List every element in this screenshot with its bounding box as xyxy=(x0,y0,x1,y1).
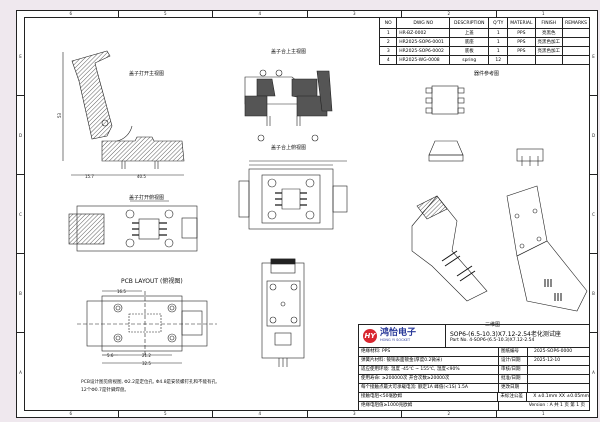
part-number: Part No. 4-SOP6-(6.5-10.3)X7.12-2.54 xyxy=(450,338,535,343)
field-label: 审核/日期 xyxy=(499,366,528,374)
view-label-top-open: 盖子打开俯视图 xyxy=(129,195,165,201)
view-label-top-closed: 盖子合上俯视图 xyxy=(271,145,307,151)
zone-label: C xyxy=(17,175,24,254)
bom-table: NO DWG NO DESCRIPTION Q'TY MATERIAL FINI… xyxy=(379,17,590,65)
bom-cell xyxy=(507,55,536,65)
view-label-pcb-layout: PCB LAYOUT (俯视图) xyxy=(121,278,183,285)
zone-label: D xyxy=(590,96,597,175)
field-label: 图纸编号 xyxy=(499,348,528,356)
view-label-side-open: 盖子打开主视图 xyxy=(129,71,165,77)
spec-text: 弹簧片材料: 铍铜表面镀金(厚度0.2微米) xyxy=(359,357,499,365)
company-name-en: HONG YI SOCKET xyxy=(380,338,411,342)
zone-strip-top: 6 5 4 3 2 1 xyxy=(24,11,590,17)
zone-label: 1 xyxy=(541,411,545,416)
dim-pcb-overall: 32.5 xyxy=(142,361,151,366)
version-and-page: Version : A 共 1 页 第 1 页 xyxy=(528,403,585,408)
view-label-chip-ref: 器件参考图 xyxy=(474,71,500,77)
zone-label: 5 xyxy=(119,11,213,17)
zone-label: 6 xyxy=(24,11,119,17)
bom-row: 2 HR2025-SOP6-0001 底座 1 PPS 亮黑色加工 xyxy=(379,37,590,47)
zone-strip-bottom: 6 5 4 3 2 1 xyxy=(24,411,590,417)
field-value: 2025-12-10 xyxy=(534,358,561,363)
dim-pcb-mid: 21.2 xyxy=(142,353,151,358)
drawing-border xyxy=(24,17,590,411)
title-block-row: 绝缘材料: PPS 图纸编号 2025-SOP6-0000 xyxy=(359,348,589,357)
field-label: 更改日期 xyxy=(499,384,528,392)
zone-label: 3 xyxy=(308,11,402,17)
zone-label: C xyxy=(590,175,597,254)
zone-label: 1 xyxy=(541,11,545,16)
drawing-title: SOP6-(6.5-10.3)X7.12-2.54老化测试座 xyxy=(450,331,561,338)
dim-pcb-left: 5.6 xyxy=(107,353,114,358)
title-block-row: 绝缘电阻值≥1000兆欧姆 Version : A 共 1 页 第 1 页 xyxy=(359,402,589,410)
technical-drawing xyxy=(62,50,588,367)
zone-label: 2 xyxy=(402,411,497,417)
dim-pcb-top: 16.5 xyxy=(117,289,126,294)
spec-text: 适应使用环境: 温度 -45℃ ~ 155℃, 湿度<90% xyxy=(359,366,499,374)
field-label: 未标注公差 xyxy=(498,393,528,401)
view-label-iso: 三维图 xyxy=(485,322,501,328)
zone-label: 2 xyxy=(402,11,497,17)
dim-side-w2: 40.5 xyxy=(137,174,146,179)
title-block-row: 弹簧片材料: 铍铜表面镀金(厚度0.2微米) 设计/日期 2025-12-10 xyxy=(359,357,589,366)
title-block-row: 每个接触点最大可承载电流: 额定1A 峰值(<1S) 1.5A 更改日期 xyxy=(359,384,589,393)
drawing-sheet: 6 5 4 3 2 1 6 5 4 3 2 1 E D C B A E D C … xyxy=(16,10,598,418)
view-label-side-closed: 盖子合上主视图 xyxy=(271,49,307,55)
spec-text: 每个接触点最大可承载电流: 额定1A 峰值(<1S) 1.5A xyxy=(359,384,499,392)
zone-label: E xyxy=(590,17,597,96)
field-label: 设计/日期 xyxy=(499,357,528,365)
zone-label: B xyxy=(590,254,597,333)
zone-strip-right: E D C B A xyxy=(590,17,597,411)
spec-text: 绝缘电阻值≥1000兆欧姆 xyxy=(359,402,499,410)
title-block-header: HY 鸿怡电子 HONG YI SOCKET SOP6-(6.5-10.3)X7… xyxy=(359,325,589,348)
field-value: 2025-SOP6-0000 xyxy=(534,349,573,354)
bom-cell xyxy=(562,55,590,65)
title-block-row: 接触电阻<50毫欧姆 未标注公差 X ±0.1mm XX ±0.05mm xyxy=(359,393,589,402)
field-label: 批准/日期 xyxy=(499,375,528,383)
zone-label: A xyxy=(19,369,22,375)
field-value xyxy=(528,384,589,392)
zone-label: 6 xyxy=(24,411,119,417)
spec-text: 绝缘材料: PPS xyxy=(359,348,499,356)
zone-label: A xyxy=(592,369,595,375)
zone-label: B xyxy=(17,254,24,333)
zone-label: 4 xyxy=(213,11,308,17)
zone-label: 5 xyxy=(119,411,213,417)
company-name-cn: 鸿怡电子 xyxy=(380,328,417,338)
title-block: HY 鸿怡电子 HONG YI SOCKET SOP6-(6.5-10.3)X7… xyxy=(358,324,590,411)
spec-text: 使用寿命: ≥200000次 开合次数≥20000次 xyxy=(359,375,499,383)
zone-label: 3 xyxy=(308,411,402,417)
title-block-row: 使用寿命: ≥200000次 开合次数≥20000次 批准/日期 xyxy=(359,375,589,384)
pcb-note-line2: 12个Φ0.7是针脚焊盘。 xyxy=(81,388,129,393)
bom-row: 4 HR2025-WG-0008 spring 12 xyxy=(379,55,590,65)
zone-strip-left: E D C B A xyxy=(17,17,24,411)
field-value: X ±0.1mm XX ±0.05mm xyxy=(533,394,589,399)
field-value xyxy=(528,375,589,383)
title-block-row: 适应使用环境: 温度 -45℃ ~ 155℃, 湿度<90% 审核/日期 xyxy=(359,366,589,375)
pcb-note-line1: PCB设计图见俯视图, Φ2.2是定位孔, Φ4.8是安装螺钉孔和不能有孔, xyxy=(81,380,218,385)
zone-label: E xyxy=(17,17,24,96)
logo-icon: HY xyxy=(363,329,377,343)
zone-label: D xyxy=(17,96,24,175)
field-value xyxy=(528,366,589,374)
dim-side-w1: 15.7 xyxy=(85,174,94,179)
zone-label: 4 xyxy=(213,411,308,417)
spec-text: 接触电阻<50毫欧姆 xyxy=(359,393,499,401)
company-logo: HY 鸿怡电子 HONG YI SOCKET xyxy=(359,325,446,347)
